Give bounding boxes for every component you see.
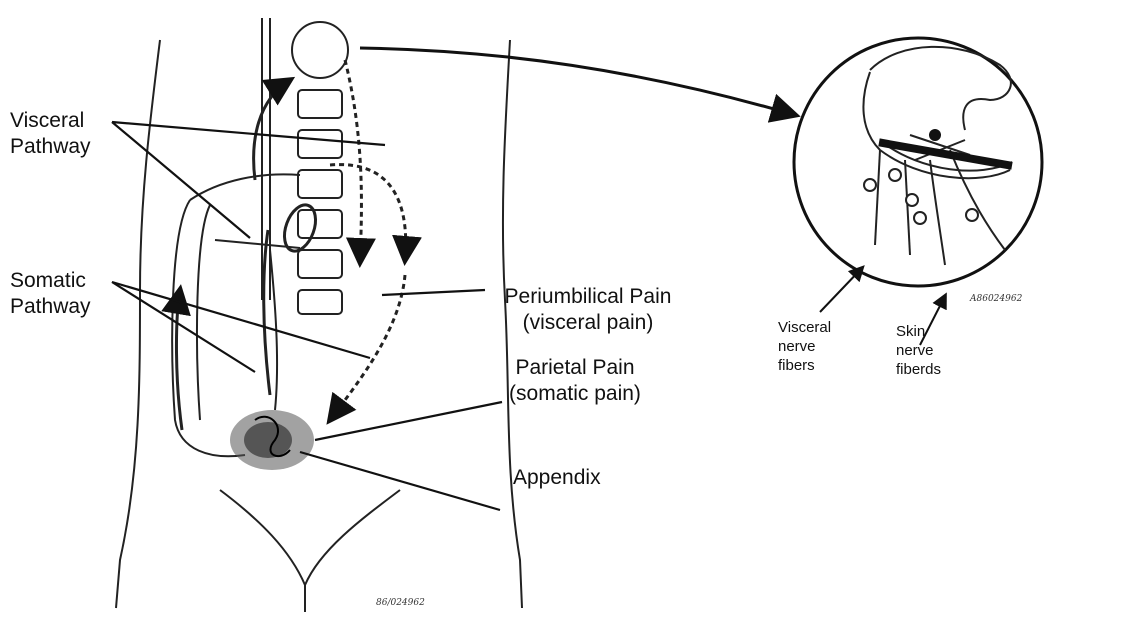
parietal-pain-label-line1: Parietal Pain — [500, 355, 650, 381]
periumbilical-pain-label-line1: Periumbilical Pain — [488, 284, 688, 310]
somatic-pathway-label-line2: Pathway — [10, 294, 91, 320]
periumbilical-pain-label-line2: (visceral pain) — [488, 310, 688, 336]
zoom-arrow — [360, 48, 795, 115]
visceral-pathway-label-line2: Pathway — [10, 134, 91, 160]
periumbilical-pain-label: Periumbilical Pain (visceral pain) — [488, 284, 688, 336]
inset-figure-stamp: A86024962 — [970, 294, 1022, 304]
visceral-nerve-fibers-label: Visceral nerve fibers — [778, 318, 831, 375]
vertebrae — [292, 22, 348, 314]
appendix-label: Appendix — [513, 465, 601, 491]
skin-nerve-fibers-line3: fiberds — [896, 360, 941, 379]
somatic-pathway-label-line1: Somatic — [10, 268, 91, 294]
skin-nerve-fibers-line2: nerve — [896, 341, 941, 360]
visceral-nerve-fibers-line1: Visceral — [778, 318, 831, 337]
somatic-pathway-label: Somatic Pathway — [10, 268, 91, 320]
visceral-pathway-label: Visceral Pathway — [10, 108, 91, 160]
visceral-nerve-fibers-line3: fibers — [778, 356, 831, 375]
parietal-pain-label-line2: (somatic pain) — [500, 381, 650, 407]
main-figure-stamp: 86/024962 — [376, 598, 425, 608]
visceral-nerve-fibers-line2: nerve — [778, 337, 831, 356]
skin-nerve-fibers-label: Skin nerve fiberds — [896, 322, 941, 379]
visceral-pathway-label-line1: Visceral — [10, 108, 91, 134]
appendix-pain-region — [230, 410, 314, 470]
parietal-pain-label: Parietal Pain (somatic pain) — [500, 355, 650, 407]
skin-nerve-fibers-line1: Skin — [896, 322, 941, 341]
inset-circle — [794, 38, 1042, 286]
